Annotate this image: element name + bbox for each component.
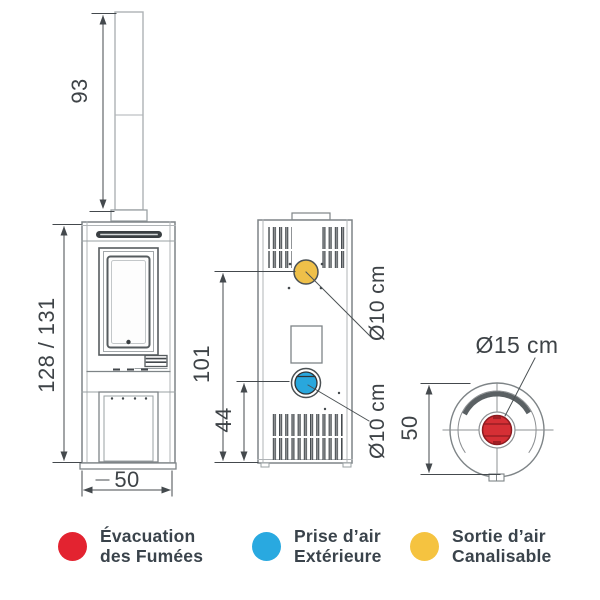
duct-outlet-leader-line: [305, 271, 372, 338]
upper-vent-grid: [268, 227, 345, 268]
dimension-body-height: [52, 224, 82, 463]
junction-box: [290, 325, 323, 364]
stove-body-front: [79, 221, 177, 470]
lower-vent-grid: [270, 414, 343, 460]
pipe-height-label: 93: [67, 78, 92, 103]
air-intake-diameter-label: Ø10 cm: [366, 383, 389, 459]
external-air-intake-port: [290, 367, 341, 411]
flue-outlet-port: [478, 411, 516, 449]
base-plinth: [79, 462, 177, 470]
dimension-top-depth: [420, 383, 501, 475]
top-vent-slot: [96, 231, 162, 238]
rear-foot-left: [260, 462, 270, 468]
dimension-air-intake-height: [236, 381, 290, 461]
dimension-front-width: [81, 470, 173, 497]
chimney-pipe-icon: [110, 11, 148, 222]
control-latch: [134, 354, 168, 369]
rear-foot-right: [342, 462, 352, 468]
air-intake-leader-line: [307, 384, 370, 422]
rear-connector-tab: [488, 473, 505, 482]
top-depth-label: 50: [397, 415, 422, 440]
top-vent-arc: [462, 391, 532, 416]
rear-view: 101 44 Ø10 cm Ø10 cm: [189, 212, 389, 468]
flue-diameter-label: Ø15 cm: [476, 332, 559, 358]
stove-body-rear: [257, 212, 353, 468]
front-width-label: 50: [114, 467, 139, 492]
fire-door: [98, 247, 159, 356]
top-view: 50 Ø15 cm: [397, 332, 559, 482]
dimension-duct-outlet-height: [214, 271, 296, 463]
front-view: 93 128 / 131 50: [34, 11, 177, 497]
flue-leader-line: [504, 357, 536, 417]
door-latch-icon: [126, 339, 131, 345]
dimension-pipe-height: [89, 13, 117, 212]
top-trim-arc: [457, 390, 537, 454]
pellet-compartment: [98, 391, 159, 463]
duct-outlet-height-label: 101: [189, 345, 214, 383]
body-height-label: 128 / 131: [34, 297, 59, 392]
air-intake-height-label: 44: [211, 407, 236, 432]
duct-outlet-diameter-label: Ø10 cm: [366, 265, 389, 341]
